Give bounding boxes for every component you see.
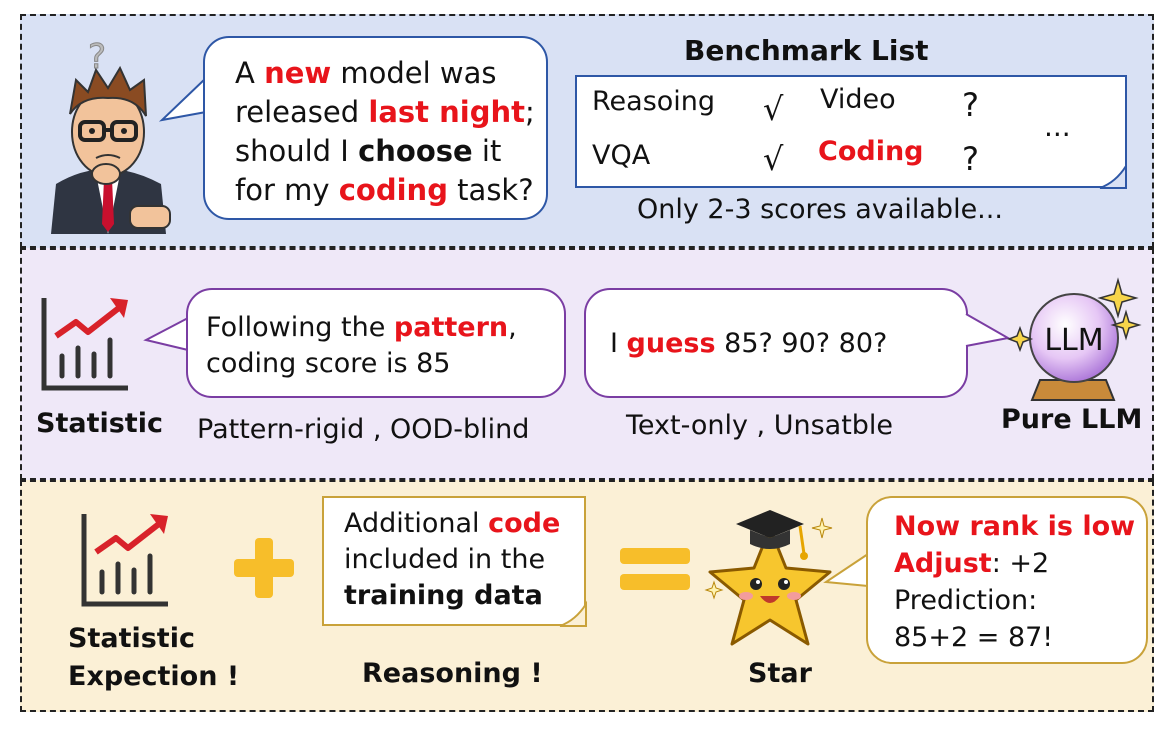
question-mark-icon: ? — [88, 37, 106, 77]
statistic-expection-label: Statistic Expection ! — [68, 623, 240, 692]
llm-caption: Text-only , Unsatble — [626, 410, 894, 441]
statistic-chart-icon — [41, 298, 128, 391]
statistic-label: Statistic — [36, 408, 163, 439]
question-bubble: A new model was released last night; sho… — [203, 36, 548, 220]
result-bubble: Now rank is low Adjust: +2 Prediction: 8… — [866, 496, 1148, 664]
equals-icon — [620, 548, 690, 590]
benchmark-vqa: VQA — [592, 140, 651, 171]
question-line-4: for my coding task? — [235, 173, 534, 207]
reasoning-label: Reasoning ! — [362, 658, 543, 689]
statistic-chart-icon-2 — [81, 514, 168, 607]
statistic-bubble-tail — [143, 317, 189, 351]
training-data-note: Additional code included in the training… — [322, 496, 586, 626]
plus-icon — [234, 538, 294, 598]
benchmark-video-mark: ? — [962, 86, 979, 124]
crystal-ball-icon: LLM — [1006, 277, 1142, 401]
pure-llm-label: Pure LLM — [1001, 404, 1143, 435]
star-mascot-icon — [704, 510, 833, 646]
benchmark-more: ... — [1044, 110, 1071, 143]
llm-bubble-tail — [965, 313, 1011, 347]
note-curl — [559, 600, 587, 627]
benchmark-coding-mark: ? — [962, 140, 979, 178]
benchmark-vqa-check: √ — [763, 140, 784, 178]
question-line-2: released last night; — [235, 95, 535, 129]
statistic-bubble: Following the pattern, coding score is 8… — [186, 288, 566, 398]
benchmark-reasoning: Reasoing — [592, 86, 716, 117]
benchmark-video: Video — [820, 84, 896, 115]
question-line-1: A new model was — [235, 56, 497, 90]
scores-available-note: Only 2-3 scores available... — [637, 194, 1003, 225]
question-line-3: should I choose it — [235, 134, 502, 168]
speech-bubble-tail — [158, 77, 207, 122]
star-label: Star — [748, 658, 812, 689]
benchmark-card-curl — [1099, 162, 1127, 189]
svg-text:LLM: LLM — [1044, 323, 1103, 358]
result-bubble-tail — [823, 553, 869, 587]
benchmark-list-card — [575, 75, 1127, 188]
thinking-person-icon: ? — [51, 37, 171, 234]
benchmark-reasoning-check: √ — [763, 90, 784, 128]
llm-bubble: I guess 85? 90? 80? — [584, 288, 968, 398]
benchmark-coding: Coding — [818, 136, 924, 167]
statistic-caption: Pattern-rigid , OOD-blind — [197, 414, 530, 445]
benchmark-list-title: Benchmark List — [684, 34, 929, 67]
